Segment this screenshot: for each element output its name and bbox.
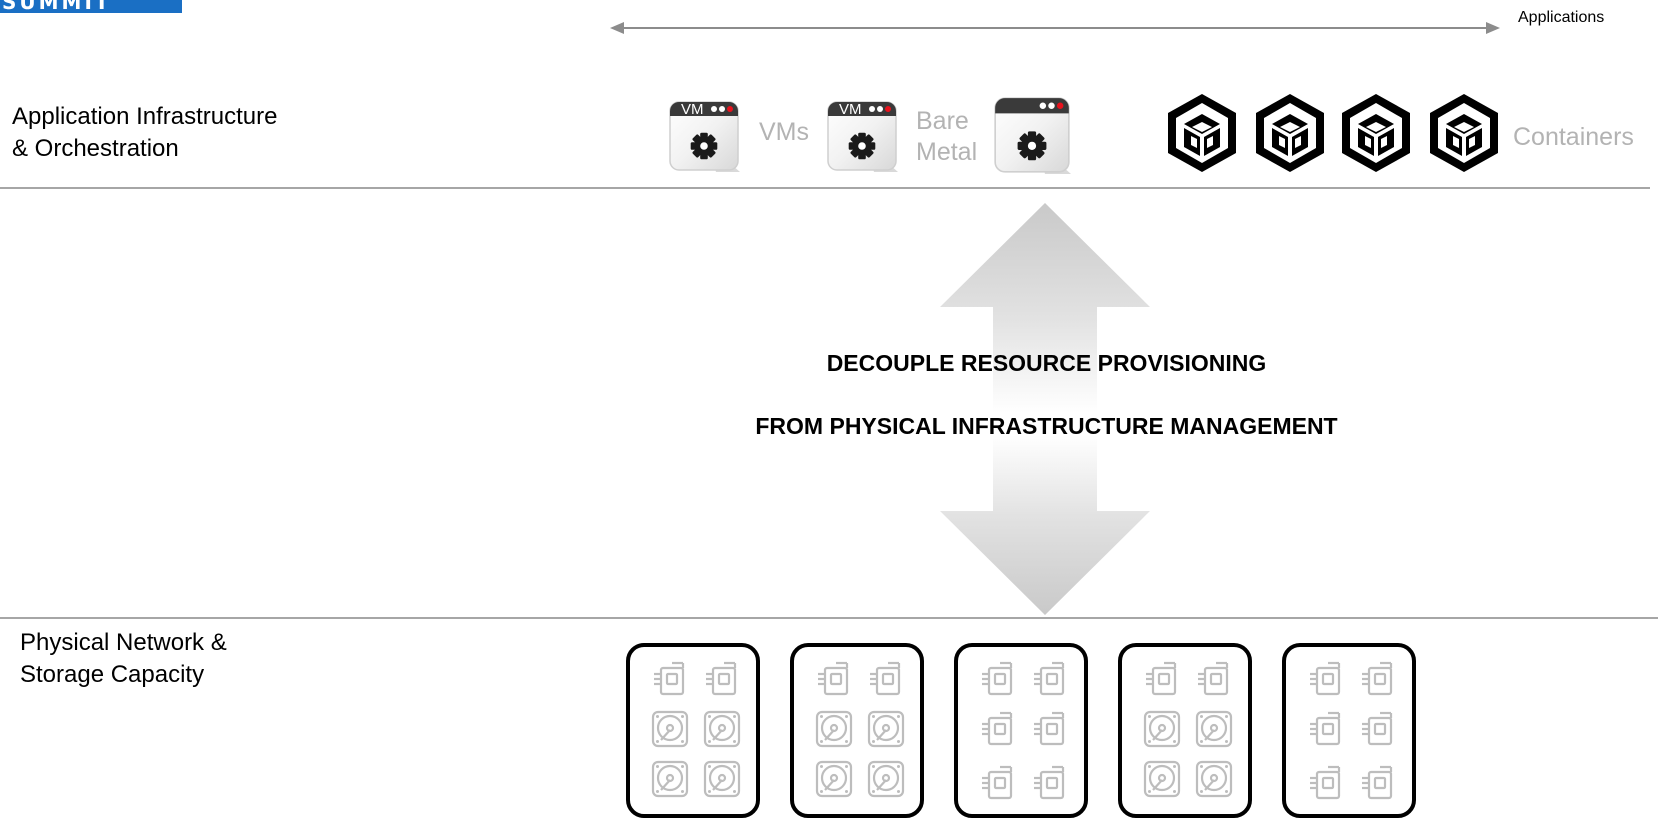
physical-capacity-label-line2: Storage Capacity — [20, 661, 205, 688]
server-icon — [1194, 659, 1234, 699]
rack-unit — [626, 643, 760, 818]
app-infra-label-line2: & Orchestration — [12, 135, 179, 162]
server-icon — [1030, 709, 1070, 749]
summit-logo: SUMMIT — [0, 0, 182, 13]
vm-window-icon: VM — [668, 100, 740, 172]
up-arrow-icon — [940, 203, 1150, 413]
server-icon — [1030, 763, 1070, 803]
bare-metal-label: Bare Metal — [916, 106, 977, 168]
rack-unit — [1282, 643, 1416, 818]
server-icon — [814, 659, 854, 699]
vms-label: VMs — [759, 118, 809, 146]
bare-metal-label-line2: Metal — [916, 138, 978, 166]
server-icon — [650, 659, 690, 699]
vm-badge-label: VM — [839, 101, 862, 118]
vm-window-icon: VM — [826, 100, 898, 172]
logo-text: SUMMIT — [2, 0, 112, 13]
rack-unit — [954, 643, 1088, 818]
disk-icon — [1194, 759, 1234, 799]
down-arrow-icon — [940, 435, 1150, 615]
server-icon — [1030, 659, 1070, 699]
applications-axis-arrow — [610, 22, 1500, 34]
app-infra-label-line1: Application Infrastructure — [12, 103, 278, 130]
server-icon — [978, 659, 1018, 699]
disk-icon — [1194, 709, 1234, 749]
server-icon — [866, 659, 906, 699]
disk-icon — [650, 759, 690, 799]
physical-capacity-label: Physical Network & Storage Capacity — [20, 627, 227, 691]
disk-icon — [702, 759, 742, 799]
disk-icon — [1142, 709, 1182, 749]
disk-icon — [814, 709, 854, 749]
server-icon — [978, 709, 1018, 749]
server-icon — [1306, 763, 1346, 803]
server-icon — [978, 763, 1018, 803]
rack-unit — [790, 643, 924, 818]
rack-unit — [1118, 643, 1252, 818]
container-cube-icon — [1424, 90, 1504, 176]
physical-capacity-label-line1: Physical Network & — [20, 629, 227, 656]
bare-metal-label-line1: Bare — [916, 107, 969, 135]
decouple-line1: DECOUPLE RESOURCE PROVISIONING — [826, 350, 1267, 376]
server-icon — [1358, 763, 1398, 803]
container-cube-icon — [1162, 90, 1242, 176]
server-icon — [702, 659, 742, 699]
disk-icon — [702, 709, 742, 749]
server-icon — [1306, 709, 1346, 749]
containers-label: Containers — [1513, 123, 1634, 151]
decouple-line2: FROM PHYSICAL INFRASTRUCTURE MANAGEMENT — [755, 413, 1338, 439]
disk-icon — [866, 709, 906, 749]
applications-label: Applications — [1518, 9, 1605, 26]
lower-layer-divider — [0, 617, 1658, 619]
disk-icon — [866, 759, 906, 799]
vm-badge-label: VM — [681, 101, 704, 118]
disk-icon — [650, 709, 690, 749]
server-icon — [1358, 659, 1398, 699]
disk-icon — [814, 759, 854, 799]
server-icon — [1306, 659, 1346, 699]
app-infra-label: Application Infrastructure & Orchestrati… — [12, 101, 277, 165]
disk-icon — [1142, 759, 1182, 799]
upper-layer-divider — [0, 187, 1650, 189]
container-cube-icon — [1250, 90, 1330, 176]
server-icon — [1358, 709, 1398, 749]
server-icon — [1142, 659, 1182, 699]
bare-metal-window-icon — [992, 96, 1072, 174]
container-cube-icon — [1336, 90, 1416, 176]
